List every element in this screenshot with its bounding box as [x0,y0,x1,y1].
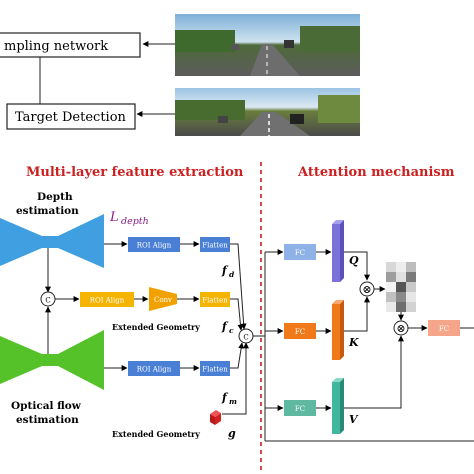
svg-text:estimation: estimation [16,205,79,217]
svg-text:f: f [221,264,229,277]
roi-align-1: ROI Align [128,237,180,252]
attention-title: Attention mechanism [297,165,455,180]
feature-fd: f d [221,264,235,279]
feature-g: g [228,427,236,440]
svg-text:Flatten: Flatten [202,297,228,305]
k-to-mul1-arrow [344,297,367,331]
k-bar [332,300,344,360]
svg-text:FC: FC [295,405,305,413]
fc-block-1: FC [284,244,316,260]
svg-text:m: m [229,397,237,406]
svg-text:c: c [229,326,234,335]
svg-text:ROI Align: ROI Align [90,297,125,305]
flatten-2: Flatten [200,292,230,307]
q-bar [332,220,344,282]
feature-fc: f c [221,320,234,335]
multiply-node-1: ⊗ [360,282,374,296]
conv-block: Conv [149,287,177,311]
fd-to-concat-arrow [230,244,244,329]
svg-text:f: f [221,320,229,333]
multiply-node-2: ⊗ [394,321,408,335]
k-label: K [348,336,359,349]
depth-loss-label: L depth [109,210,149,227]
feature-extraction-title: Multi-layer feature extraction [26,165,244,180]
svg-text:FC: FC [295,249,305,257]
svg-text:Flatten: Flatten [202,366,228,374]
v-bar [332,378,344,434]
geometry-cube [210,410,221,425]
road-image-1 [175,14,360,76]
svg-text:ROI Align: ROI Align [137,242,172,250]
roi-align-2: ROI Align [80,292,134,307]
q-label: Q [349,254,359,267]
svg-text:FC: FC [439,325,449,333]
fc-block-3: FC [284,400,316,416]
svg-text:C: C [45,297,50,305]
flatten-1: Flatten [200,237,230,252]
fm-to-concat-arrow [230,343,242,368]
target-detection-label: Target Detection [15,110,127,125]
svg-text:Conv: Conv [154,296,172,304]
extended-geometry-label-1: Extended Geometry [112,322,200,332]
sampling-network-box: mpling network [0,33,140,57]
svg-text:FC: FC [295,328,305,336]
flow-network [0,330,104,390]
concat-node-main: C [239,329,253,343]
svg-text:⊗: ⊗ [396,322,405,335]
svg-text:⊗: ⊗ [362,283,371,296]
svg-text:L: L [109,210,119,225]
road-image-2 [175,88,360,136]
svg-text:d: d [229,270,235,279]
svg-text:ROI Align: ROI Align [137,366,172,374]
svg-text:Flatten: Flatten [202,242,228,250]
svg-text:Optical flow: Optical flow [11,400,82,412]
optical-flow-label: Optical flow estimation [11,400,82,426]
attention-map [386,262,416,312]
depth-estimation-label: Depth estimation [16,191,79,217]
sampling-network-label: mpling network [4,39,108,54]
svg-text:f: f [221,391,229,404]
fc-block-4: FC [428,320,460,336]
feature-fm: f m [221,391,237,406]
svg-text:C: C [243,334,248,342]
concat-node-left: C [41,292,55,306]
svg-text:estimation: estimation [16,414,79,426]
extended-geometry-label-2: Extended Geometry [112,429,200,439]
v-label: V [349,413,359,426]
depth-network [0,214,104,268]
svg-text:Depth: Depth [37,191,73,203]
target-detection-box: Target Detection [7,104,135,129]
svg-text:depth: depth [121,216,149,227]
roi-align-3: ROI Align [128,361,180,376]
flatten-3: Flatten [200,361,230,376]
fc-block-2: FC [284,323,316,339]
